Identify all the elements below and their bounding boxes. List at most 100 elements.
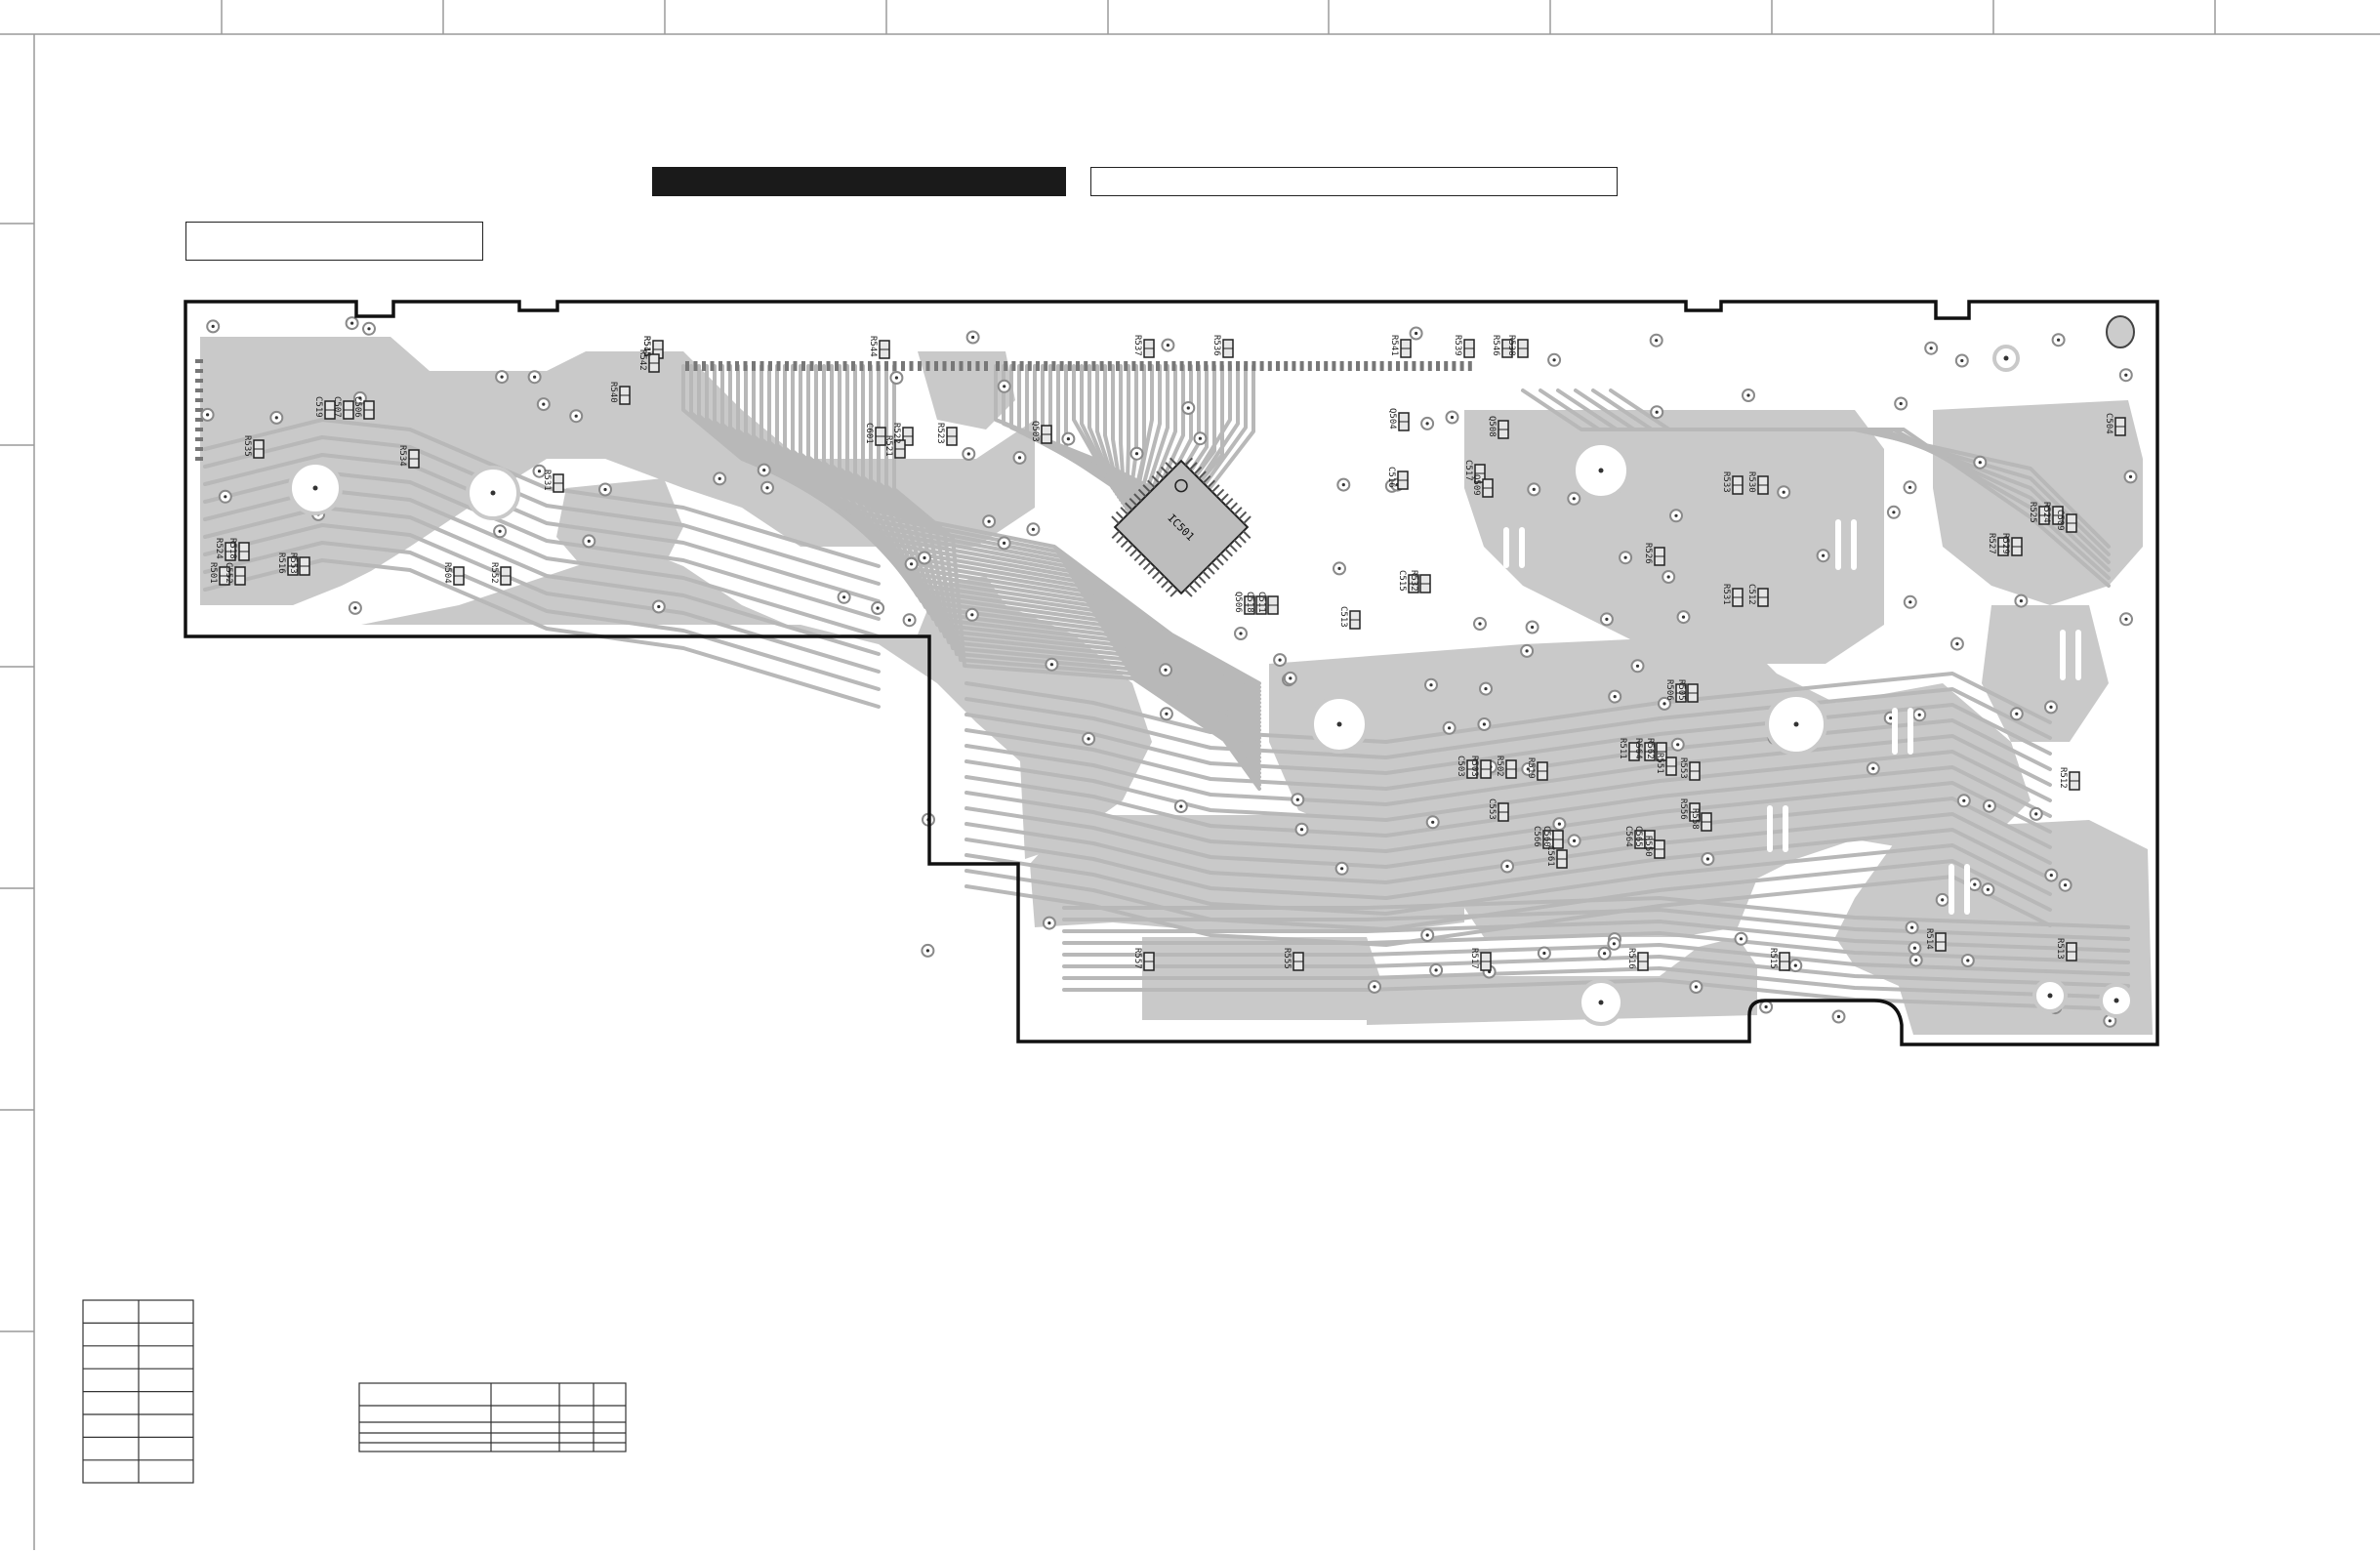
connector-pin <box>1027 361 1032 371</box>
via-hole <box>1612 942 1616 946</box>
reference-label: R506 <box>1664 679 1674 701</box>
via-hole <box>587 539 591 544</box>
reference-label: R558 <box>1690 808 1700 830</box>
legend-table-left <box>82 1299 194 1484</box>
via-hole <box>1908 485 1912 489</box>
trace <box>1062 931 2130 964</box>
via-hole <box>2057 338 2061 342</box>
via-hole <box>1746 393 1750 397</box>
via-hole <box>1087 737 1090 741</box>
via-hole <box>1941 898 1945 902</box>
via-hole <box>211 324 215 328</box>
connector-pin <box>1404 361 1409 371</box>
via-hole <box>1434 968 1438 972</box>
connector-pin <box>826 361 831 371</box>
reference-label: C553 <box>1487 798 1497 820</box>
connector-pin <box>1227 361 1232 371</box>
reference-label: C560 <box>1541 826 1551 847</box>
slot <box>1503 527 1509 568</box>
ic-lead <box>1184 457 1194 467</box>
connector-pin <box>1267 361 1272 371</box>
connector-pin <box>1444 361 1449 371</box>
connector-pin <box>1284 361 1289 371</box>
trace <box>869 364 1261 779</box>
connector-pin <box>801 361 805 371</box>
via-hole <box>1478 622 1482 626</box>
connector-pin <box>195 388 203 392</box>
reference-label: R534 <box>397 445 407 467</box>
trace <box>892 364 1261 791</box>
via-hole <box>657 604 661 609</box>
reference-label: R519 <box>1526 757 1536 779</box>
via-hole <box>1892 511 1896 514</box>
ic-lead <box>1219 552 1229 562</box>
connector-pin <box>195 369 203 373</box>
reference-label: R517 <box>1469 948 1479 969</box>
connector-pin <box>1139 361 1144 371</box>
ic-lead <box>1220 493 1229 502</box>
connector-pin <box>1219 361 1224 371</box>
slot <box>2075 630 2081 680</box>
trace <box>964 765 2052 838</box>
connector-pin <box>1099 361 1104 371</box>
connector-pin <box>967 361 971 371</box>
trace <box>964 812 2052 884</box>
reference-label: R545 <box>641 336 651 357</box>
reference-label: C507 <box>332 396 342 418</box>
connector-pin <box>818 361 822 371</box>
connector-pin <box>195 437 203 441</box>
trace <box>1062 966 2130 1000</box>
via-hole <box>1186 406 1190 410</box>
reference-label: R516 <box>276 552 286 574</box>
ic-lead <box>1224 497 1234 507</box>
ic-lead <box>1189 462 1198 470</box>
legend-table-right <box>358 1382 627 1452</box>
connector-pin <box>925 361 930 371</box>
via-hole <box>1955 642 1959 646</box>
ic-lead <box>1215 557 1224 566</box>
connector-pin <box>1147 361 1152 371</box>
reference-label: C506 <box>352 396 362 418</box>
trace <box>964 843 2052 916</box>
ic-lead <box>1137 488 1147 498</box>
via-hole <box>1822 553 1826 557</box>
connector-pin <box>1116 361 1120 371</box>
connector-pin <box>195 457 203 461</box>
via-hole <box>500 375 504 379</box>
trace <box>964 718 2052 791</box>
reference-label: R550 <box>1643 836 1653 857</box>
connector-pin <box>752 361 756 371</box>
ic-lead <box>1156 575 1166 584</box>
via-hole <box>1764 1004 1768 1009</box>
via-hole <box>1603 952 1607 956</box>
via-hole <box>971 335 975 340</box>
connector-pin <box>735 361 739 371</box>
connector-pin <box>1387 361 1392 371</box>
via-hole <box>224 495 227 499</box>
reference-label: C517 <box>1463 460 1473 481</box>
connector-pin <box>835 361 839 371</box>
ic-lead <box>1120 507 1128 515</box>
connector-pins <box>195 359 1472 461</box>
via-hole <box>603 487 607 492</box>
via-hole <box>2034 812 2038 816</box>
via-hole <box>1289 676 1293 680</box>
ic-lead <box>1115 511 1125 520</box>
via-hole <box>1295 797 1299 801</box>
mounting-hole-center <box>312 485 318 491</box>
trace <box>1609 388 2111 588</box>
reference-label: R539 <box>1453 335 1462 356</box>
reference-label: R502 <box>1495 756 1504 777</box>
slot <box>1851 519 1857 570</box>
connector-pin <box>809 361 814 371</box>
reference-label: C565 <box>1633 826 1643 847</box>
trace-layer <box>203 364 2130 1011</box>
reference-label: R518 <box>227 538 237 559</box>
via-hole <box>353 606 357 610</box>
mounting-hole-center <box>1598 468 1604 473</box>
connector-pin <box>1107 361 1112 371</box>
ic-lead <box>1138 557 1147 566</box>
via-hole <box>1526 767 1530 771</box>
connector-pin <box>1292 361 1296 371</box>
via-hole <box>925 949 930 953</box>
